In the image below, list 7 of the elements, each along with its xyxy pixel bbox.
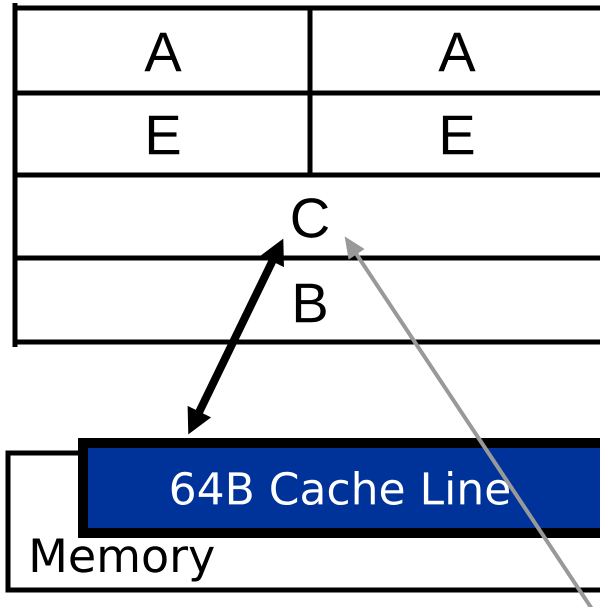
table-cell-text: B [296,284,326,322]
table-cell-text: E [148,116,180,154]
table-cell-text: A [438,32,476,72]
table-cell-text: E [442,116,474,154]
table-cell-text: C [292,198,328,238]
cache-line-box: 64B Cache Line [78,438,600,538]
table-cell-text: A [144,32,182,72]
